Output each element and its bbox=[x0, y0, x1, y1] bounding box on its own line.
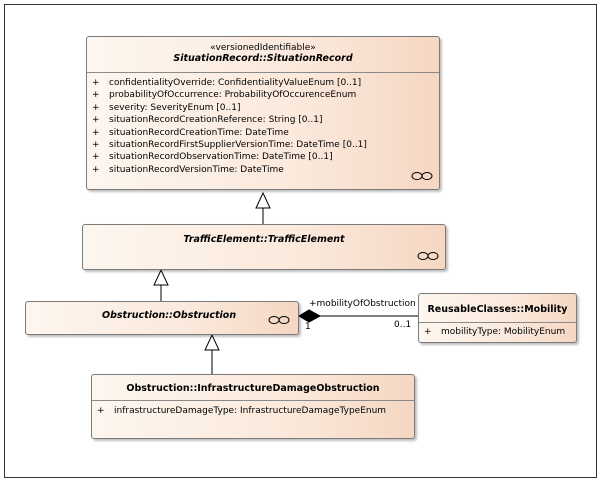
class-traffic-element[interactable]: TrafficElement::TrafficElement bbox=[82, 224, 446, 270]
source-multiplicity-label: 1 bbox=[305, 322, 311, 332]
generalization-arrowhead bbox=[204, 333, 220, 351]
attribute-row: +mobilityType: MobilityEnum bbox=[424, 327, 566, 337]
composition-diamond bbox=[298, 309, 322, 323]
class-name: SituationRecord::SituationRecord bbox=[173, 53, 353, 64]
attribute-list: +confidentialityOverride: Confidentialit… bbox=[87, 73, 439, 176]
attribute-row: +severity: SeverityEnum [0..1] bbox=[92, 102, 241, 113]
class-name: Obstruction::InfrastructureDamageObstruc… bbox=[126, 383, 380, 394]
attribute-row: +situationRecordObservationTime: DateTim… bbox=[92, 152, 333, 163]
attribute-row: +situationRecordVersionTime: DateTime bbox=[92, 164, 284, 175]
target-multiplicity-label: 0..1 bbox=[394, 320, 412, 330]
class-name: TrafficElement::TrafficElement bbox=[183, 234, 345, 245]
attribute-row: +situationRecordFirstSupplierVersionTime… bbox=[92, 139, 367, 150]
class-name: ReusableClasses::Mobility bbox=[427, 304, 568, 315]
class-mobility[interactable]: ReusableClasses::Mobility +mobilityType:… bbox=[418, 293, 577, 343]
attribute-row: +infrastructureDamageType: Infrastructur… bbox=[97, 406, 387, 416]
class-obstruction[interactable]: Obstruction::Obstruction bbox=[25, 301, 299, 335]
attribute-list: +mobilityType: MobilityEnum bbox=[419, 323, 576, 338]
class-infrastructure-damage-obstruction[interactable]: Obstruction::InfrastructureDamageObstruc… bbox=[91, 374, 415, 439]
attribute-row: +confidentialityOverride: Confidentialit… bbox=[92, 78, 362, 88]
class-name: Obstruction::Obstruction bbox=[102, 310, 237, 321]
attribute-row: +probabilityOfOccurrence: ProbabilityOfO… bbox=[92, 90, 357, 101]
class-situation-record[interactable]: «versionedIdentifiable» SituationRecord:… bbox=[86, 36, 440, 190]
generalization-arrowhead bbox=[255, 191, 271, 209]
link-icon bbox=[268, 316, 290, 324]
link-icon bbox=[417, 252, 439, 260]
stereotype-label: «versionedIdentifiable» bbox=[210, 43, 316, 53]
attribute-row: +situationRecordCreationReference: Strin… bbox=[92, 115, 323, 126]
link-icon bbox=[411, 172, 433, 180]
attribute-list: +infrastructureDamageType: Infrastructur… bbox=[92, 401, 414, 417]
generalization-arrowhead bbox=[153, 268, 169, 286]
association-role-label: +mobilityOfObstruction bbox=[309, 299, 416, 309]
attribute-row: +situationRecordCreationTime: DateTime bbox=[92, 127, 289, 138]
